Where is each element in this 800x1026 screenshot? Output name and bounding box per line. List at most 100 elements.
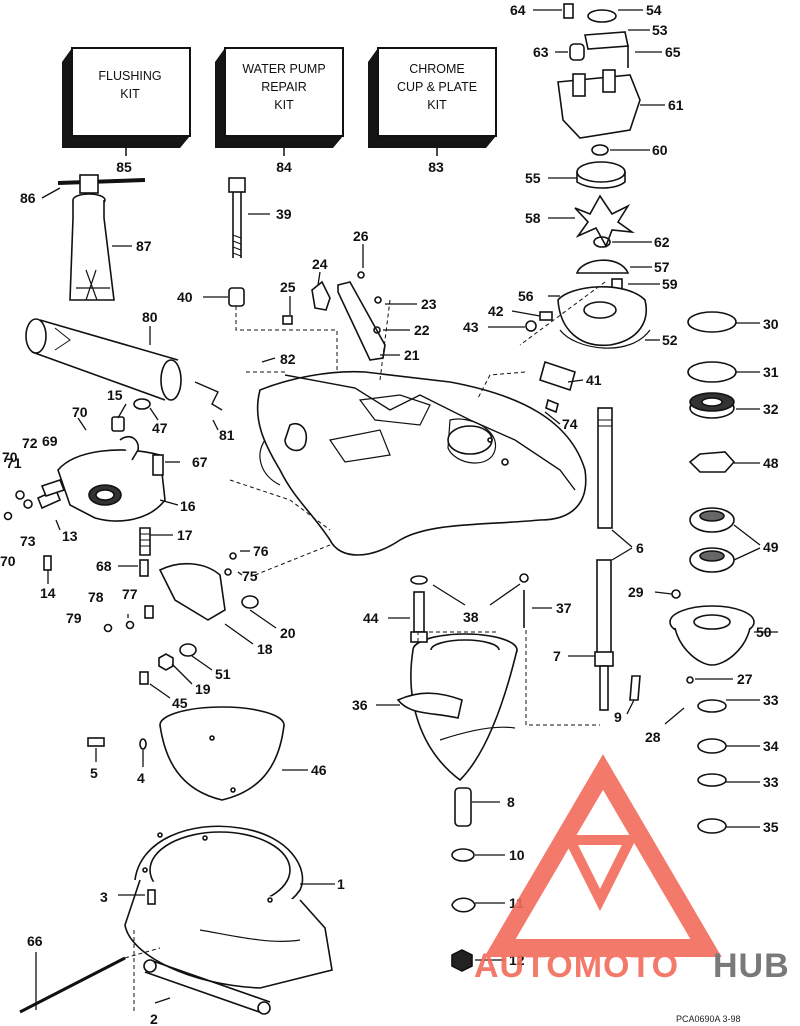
callout-number: 52 [662, 332, 678, 348]
callout-number: 15 [107, 387, 123, 403]
bearing-and-seal-stack [669, 311, 755, 834]
callout-number: 25 [280, 279, 296, 295]
callout-number: 31 [763, 364, 779, 380]
callout-number: 44 [363, 610, 379, 626]
callout-number: 68 [96, 558, 112, 574]
callout-number: 13 [62, 528, 78, 544]
callout-number: 55 [525, 170, 541, 186]
small-fasteners [87, 737, 147, 750]
mounting-bracket [282, 271, 386, 361]
callout-number: 76 [253, 543, 269, 559]
callout-number: 32 [763, 401, 779, 417]
callout-number: 47 [152, 420, 168, 436]
kit-label-line: KIT [120, 87, 140, 101]
callout-number: 71 [6, 455, 22, 471]
callout-number: 5 [90, 765, 98, 781]
callout-number: 58 [525, 210, 541, 226]
assembly-lines [124, 281, 606, 1012]
callout-number: 70 [2, 449, 18, 465]
parts-drawing [3, 3, 755, 1015]
callout-number: 74 [562, 416, 578, 432]
callout-number: 69 [42, 433, 58, 449]
watermark-mark [561, 835, 639, 912]
callout-number: 66 [27, 933, 43, 949]
kit-box-flushing: FLUSHING KIT [62, 47, 191, 148]
callout-number: 50 [756, 624, 772, 640]
kit-label-line: CUP & PLATE [397, 80, 477, 94]
callout-number: 72 [22, 435, 38, 451]
kit-number: 83 [428, 159, 444, 175]
callout-number: 48 [763, 455, 779, 471]
callout-number: 37 [556, 600, 572, 616]
callout-number: 61 [668, 97, 684, 113]
watermark-text-a: AUTOMOTO [474, 947, 679, 985]
lower-spacers [451, 787, 476, 972]
callout-number: 1 [337, 876, 345, 892]
callout-number: 22 [414, 322, 430, 338]
leader-lines [35, 9, 778, 1010]
callout-number: 23 [421, 296, 437, 312]
callout-number: 42 [488, 303, 504, 319]
callout-number: 70 [72, 404, 88, 420]
callout-number: 81 [219, 427, 235, 443]
callout-number: 73 [20, 533, 36, 549]
callout-number: 59 [662, 276, 678, 292]
rod [19, 956, 126, 1014]
callout-number: 56 [518, 288, 534, 304]
gearcase-components [3, 398, 259, 685]
callout-number: 45 [172, 695, 188, 711]
callout-numbers: 1 2 3 4 5 6 7 8 9 10 11 12 13 14 15 16 1… [0, 2, 779, 1026]
callout-number: 4 [137, 770, 145, 786]
callout-number: 34 [763, 738, 779, 754]
callout-number: 24 [312, 256, 328, 272]
callout-number: 62 [654, 234, 670, 250]
watermark-triangle-inner [552, 820, 656, 908]
screw [147, 889, 156, 905]
callout-number: 33 [763, 774, 779, 790]
impeller [396, 633, 518, 782]
kit-leader-lines [125, 148, 438, 156]
callout-number: 6 [636, 540, 644, 556]
nozzle-ring [159, 706, 285, 801]
callout-number: 57 [654, 259, 670, 275]
callout-number: 21 [404, 347, 420, 363]
callout-number: 77 [122, 586, 138, 602]
intake-housing [124, 825, 333, 989]
watermark-triangle [484, 754, 722, 957]
callout-number: 65 [665, 44, 681, 60]
kit-label-line: REPAIR [261, 80, 307, 94]
drive-shaft [594, 407, 641, 711]
callout-number: 30 [763, 316, 779, 332]
callout-number: 78 [88, 589, 104, 605]
callout-number: 28 [645, 729, 661, 745]
callout-number: 67 [192, 454, 208, 470]
watermark-text-b: HUB [713, 947, 790, 985]
callout-number: 33 [763, 692, 779, 708]
callout-number: 27 [737, 671, 753, 687]
callout-number: 60 [652, 142, 668, 158]
figure-code: PCA0690A 3-98 [676, 1014, 741, 1024]
intake-hose [25, 318, 223, 411]
water-pump-stack [525, 3, 651, 414]
kit-label-line: WATER PUMP [242, 62, 325, 76]
callout-number: 19 [195, 681, 211, 697]
callout-number: 18 [257, 641, 273, 657]
callout-number: 7 [553, 648, 561, 664]
callout-number: 36 [352, 697, 368, 713]
callout-number: 54 [646, 2, 662, 18]
callout-number: 16 [180, 498, 196, 514]
kit-box-water-pump: WATER PUMP REPAIR KIT [215, 47, 344, 148]
callout-number: 82 [280, 351, 296, 367]
kit-number: 84 [276, 159, 292, 175]
watermark-logo: AUTOMOTO HUB [474, 754, 790, 985]
callout-number: 51 [215, 666, 231, 682]
callout-number: 79 [66, 610, 82, 626]
long-bolt [228, 177, 246, 307]
flushing-tool [57, 174, 146, 301]
callout-number: 70 [0, 553, 16, 569]
callout-number: 17 [177, 527, 193, 543]
callout-number: 10 [509, 847, 525, 863]
callout-number: 14 [40, 585, 56, 601]
callout-number: 40 [177, 289, 193, 305]
